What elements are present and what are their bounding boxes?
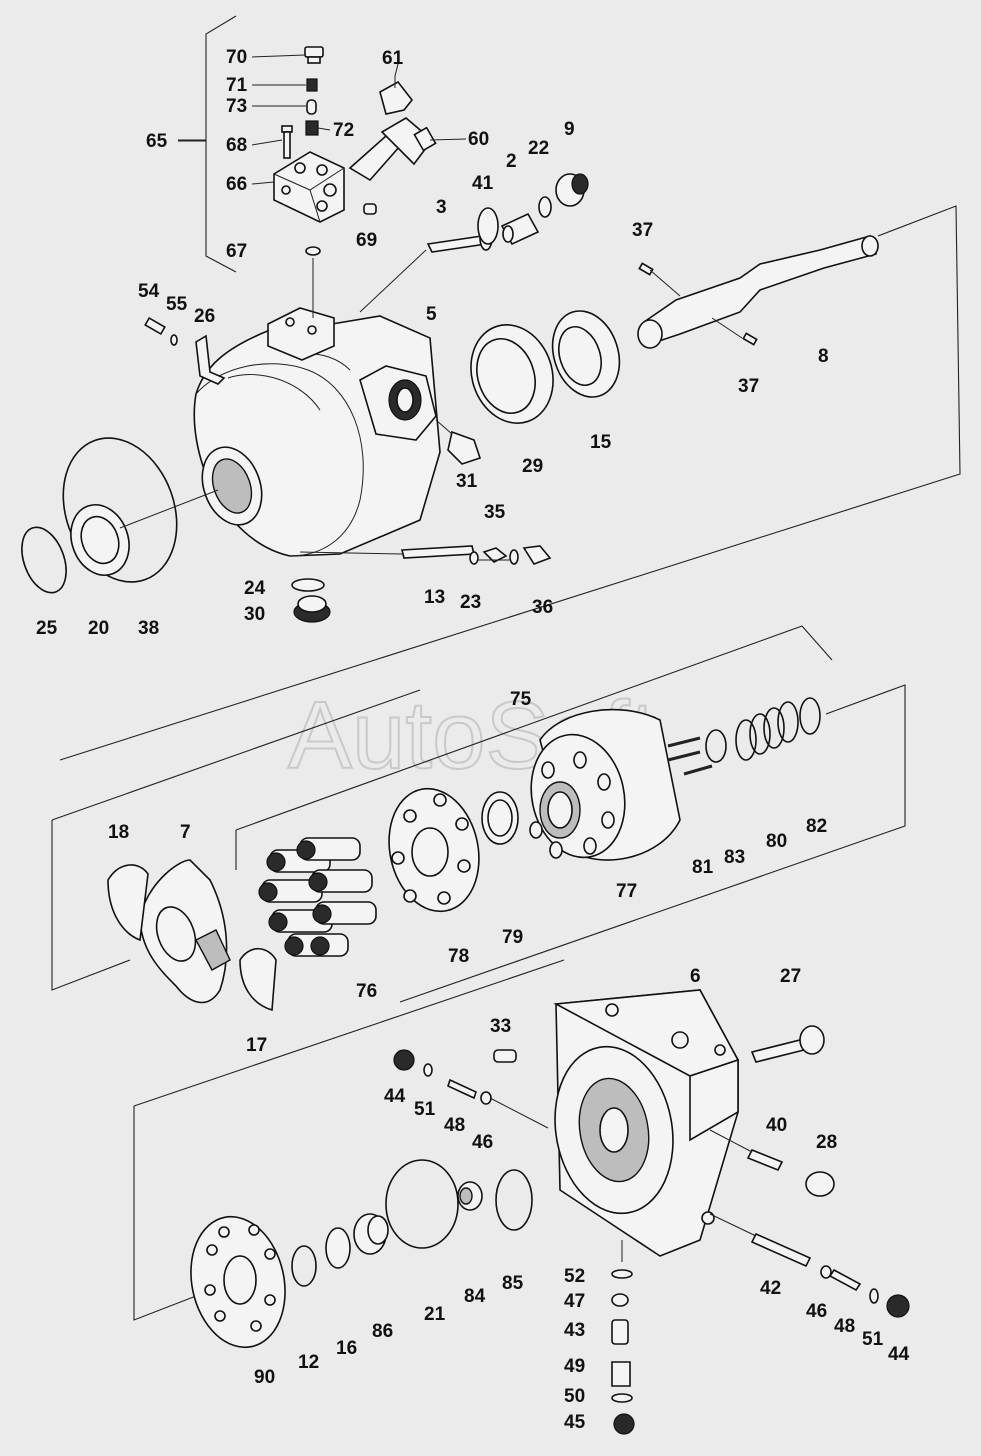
callout-7: 7 bbox=[180, 822, 191, 843]
callout-43: 43 bbox=[564, 1320, 585, 1341]
leader-line bbox=[394, 63, 399, 77]
motor-housing bbox=[21, 173, 879, 623]
callout-65: 65 bbox=[146, 131, 168, 152]
leader-line bbox=[251, 139, 283, 146]
callout-67: 67 bbox=[226, 241, 247, 262]
valve-block-assembly bbox=[273, 46, 437, 256]
callout-79: 79 bbox=[502, 927, 523, 948]
callout-25: 25 bbox=[36, 618, 58, 639]
callout-48b: 48 bbox=[834, 1316, 855, 1337]
callout-81: 81 bbox=[692, 857, 714, 878]
callout-40: 40 bbox=[766, 1115, 787, 1136]
callout-66: 66 bbox=[226, 174, 247, 195]
callout-22: 22 bbox=[528, 138, 549, 159]
callout-84: 84 bbox=[464, 1286, 486, 1307]
callout-36: 36 bbox=[532, 597, 553, 618]
callout-61: 61 bbox=[382, 48, 404, 69]
callout-41: 41 bbox=[472, 173, 494, 194]
callout-51a: 51 bbox=[414, 1099, 436, 1120]
callout-86: 86 bbox=[372, 1321, 393, 1342]
callout-27: 27 bbox=[780, 966, 801, 987]
callout-78: 78 bbox=[448, 946, 469, 967]
callout-33: 33 bbox=[490, 1016, 511, 1037]
callout-38: 38 bbox=[138, 618, 159, 639]
callout-26: 26 bbox=[194, 306, 215, 327]
callout-9: 9 bbox=[564, 119, 575, 140]
leader-line bbox=[251, 181, 275, 185]
leader-line bbox=[429, 138, 467, 141]
callout-49: 49 bbox=[564, 1356, 585, 1377]
callout-48a: 48 bbox=[444, 1115, 465, 1136]
callout-23: 23 bbox=[460, 592, 481, 613]
callout-52: 52 bbox=[564, 1266, 585, 1287]
rotating-group bbox=[107, 697, 821, 1012]
callout-77: 77 bbox=[616, 881, 637, 902]
callout-76: 76 bbox=[356, 981, 377, 1002]
callout-3: 3 bbox=[436, 197, 447, 218]
callout-46b: 46 bbox=[806, 1301, 827, 1322]
leader-line bbox=[251, 54, 306, 58]
callout-72: 72 bbox=[333, 120, 354, 141]
callout-21: 21 bbox=[424, 1304, 446, 1325]
callout-35: 35 bbox=[484, 502, 506, 523]
callout-6: 6 bbox=[690, 966, 701, 987]
callout-42: 42 bbox=[760, 1278, 781, 1299]
callout-24: 24 bbox=[244, 578, 266, 599]
callout-20: 20 bbox=[88, 618, 109, 639]
callout-51b: 51 bbox=[862, 1329, 884, 1350]
callout-55: 55 bbox=[166, 294, 188, 315]
callout-13: 13 bbox=[424, 587, 445, 608]
group-brackets bbox=[51, 15, 961, 1321]
callout-54: 54 bbox=[138, 281, 160, 302]
callout-68: 68 bbox=[226, 135, 247, 156]
callout-73: 73 bbox=[226, 96, 247, 117]
callout-31: 31 bbox=[456, 471, 478, 492]
callout-29: 29 bbox=[522, 456, 543, 477]
callout-60: 60 bbox=[468, 129, 489, 150]
callout-28: 28 bbox=[816, 1132, 837, 1153]
callout-17: 17 bbox=[246, 1035, 267, 1056]
callout-15: 15 bbox=[590, 432, 612, 453]
port-plate-assembly bbox=[190, 989, 910, 1435]
callout-37a: 37 bbox=[632, 220, 653, 241]
callout-5: 5 bbox=[426, 304, 437, 325]
callout-82: 82 bbox=[806, 816, 827, 837]
callout-80: 80 bbox=[766, 831, 787, 852]
callout-12: 12 bbox=[298, 1352, 319, 1373]
callout-85: 85 bbox=[502, 1273, 524, 1294]
callout-83: 83 bbox=[724, 847, 745, 868]
callout-16: 16 bbox=[336, 1338, 357, 1359]
leader-line bbox=[317, 127, 331, 131]
callout-8: 8 bbox=[818, 346, 829, 367]
callout-44b: 44 bbox=[888, 1344, 910, 1365]
callout-2: 2 bbox=[506, 151, 517, 172]
callout-37b: 37 bbox=[738, 376, 759, 397]
callout-90: 90 bbox=[254, 1367, 275, 1388]
callout-30: 30 bbox=[244, 604, 265, 625]
callout-45: 45 bbox=[564, 1412, 586, 1433]
callout-69: 69 bbox=[356, 230, 377, 251]
callout-47: 47 bbox=[564, 1291, 585, 1312]
callout-50: 50 bbox=[564, 1386, 585, 1407]
callout-71: 71 bbox=[226, 75, 248, 96]
callout-44a: 44 bbox=[384, 1086, 406, 1107]
callout-75: 75 bbox=[510, 689, 532, 710]
callout-18: 18 bbox=[108, 822, 129, 843]
callout-70: 70 bbox=[226, 47, 247, 68]
callout-46a: 46 bbox=[472, 1132, 493, 1153]
